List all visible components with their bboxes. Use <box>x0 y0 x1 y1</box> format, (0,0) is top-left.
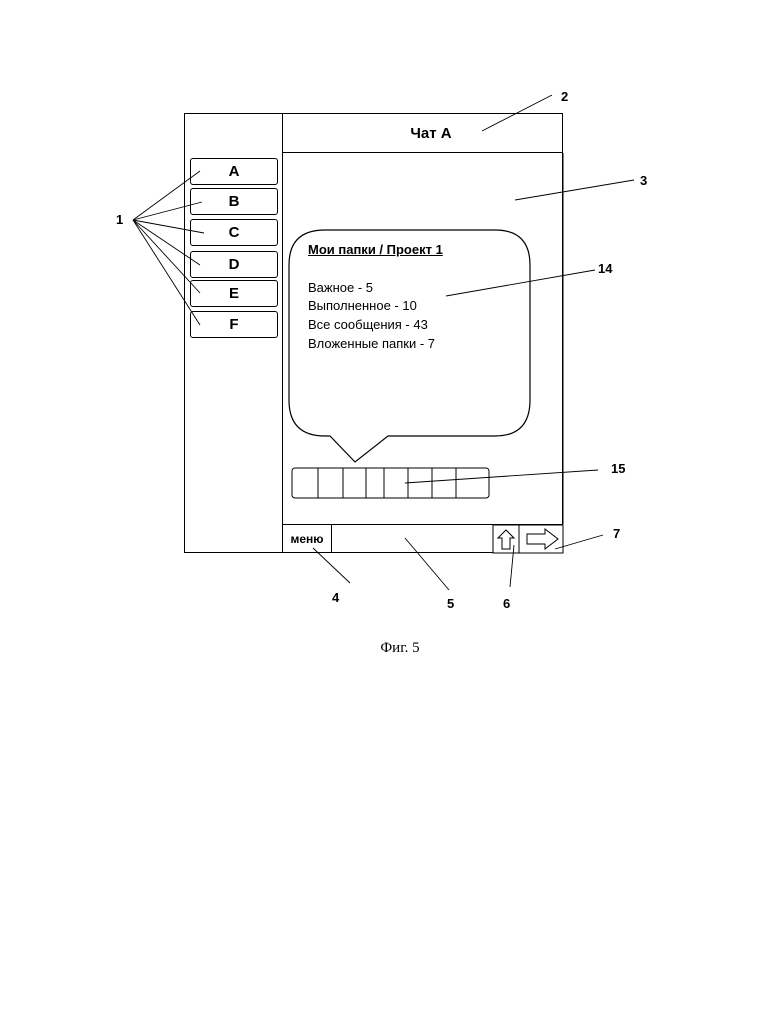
callout-5: 5 <box>447 596 454 611</box>
folder-stat-important: Важное - 5 <box>308 280 373 295</box>
folder-stat-all: Все сообщения - 43 <box>308 317 428 332</box>
callout-15: 15 <box>611 461 625 476</box>
menu-button[interactable]: меню <box>283 525 332 553</box>
chat-button-f[interactable]: F <box>190 311 278 338</box>
sidebar-divider <box>282 113 283 553</box>
chat-button-c[interactable]: C <box>190 219 278 246</box>
chat-button-a[interactable]: A <box>190 158 278 185</box>
callout-14: 14 <box>598 261 612 276</box>
callout-6: 6 <box>503 596 510 611</box>
callout-2: 2 <box>561 89 568 104</box>
chat-button-e[interactable]: E <box>190 280 278 307</box>
folder-path-title: Мои папки / Проект 1 <box>308 242 443 257</box>
chat-title: Чат A <box>282 113 580 153</box>
folder-stat-nested: Вложенные папки - 7 <box>308 336 435 351</box>
callout-7: 7 <box>613 526 620 541</box>
message-input[interactable] <box>333 525 492 553</box>
callout-4: 4 <box>332 590 339 605</box>
callout-1: 1 <box>116 212 123 227</box>
folder-stat-done: Выполненное - 10 <box>308 298 417 313</box>
figure-caption: Фиг. 5 <box>360 640 440 657</box>
chat-button-b[interactable]: B <box>190 188 278 215</box>
chat-button-d[interactable]: D <box>190 251 278 278</box>
callout-3: 3 <box>640 173 647 188</box>
